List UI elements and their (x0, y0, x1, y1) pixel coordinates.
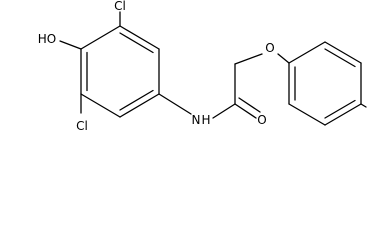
ring2-bond-c-d (324, 103, 362, 126)
bond-carbonyl-o-1 (234, 103, 257, 119)
bond-c-n (158, 93, 192, 115)
ring1-bond-c5-c6 (119, 25, 160, 50)
ring1-bond-c2-c3 (80, 93, 121, 118)
bond-ch2-ether-o (234, 53, 263, 65)
atom-amide-n: N (192, 113, 201, 127)
atom-cl-bottom: Cl (76, 119, 88, 133)
bond-ring-methyl (360, 103, 367, 108)
ring1-bond-c3-c4-inner (119, 89, 154, 111)
atom-carbonyl-o: O (257, 113, 266, 127)
ring2-bond-c-d-inner (324, 99, 356, 119)
ring2-bond-b-c (288, 103, 326, 126)
bond-n-carbonyl (212, 103, 236, 119)
bond-carbonyl-o-2 (238, 97, 261, 113)
ring2-bond-f-a (288, 41, 326, 64)
phenol-ring (80, 25, 160, 118)
tolyl-ring (288, 41, 362, 126)
atom-amide-h: H (201, 113, 210, 127)
ring1-bond-c3-c4 (119, 93, 160, 118)
atom-cl-top: Cl (114, 0, 126, 13)
atom-ether-o: O (265, 41, 274, 55)
ring2-bond-e-f (324, 41, 362, 64)
atom-hydroxyl: HO (38, 32, 56, 46)
ring2-bond-e-f-inner (324, 48, 356, 68)
ring1-bond-c5-c6-inner (119, 32, 154, 54)
bond-ether-o-ring (277, 53, 290, 64)
ring1-bond-c6-c1 (80, 25, 121, 50)
bond-c-oh (59, 40, 82, 50)
molecule-structure: Cl HO Cl N H O O (38, 0, 367, 133)
